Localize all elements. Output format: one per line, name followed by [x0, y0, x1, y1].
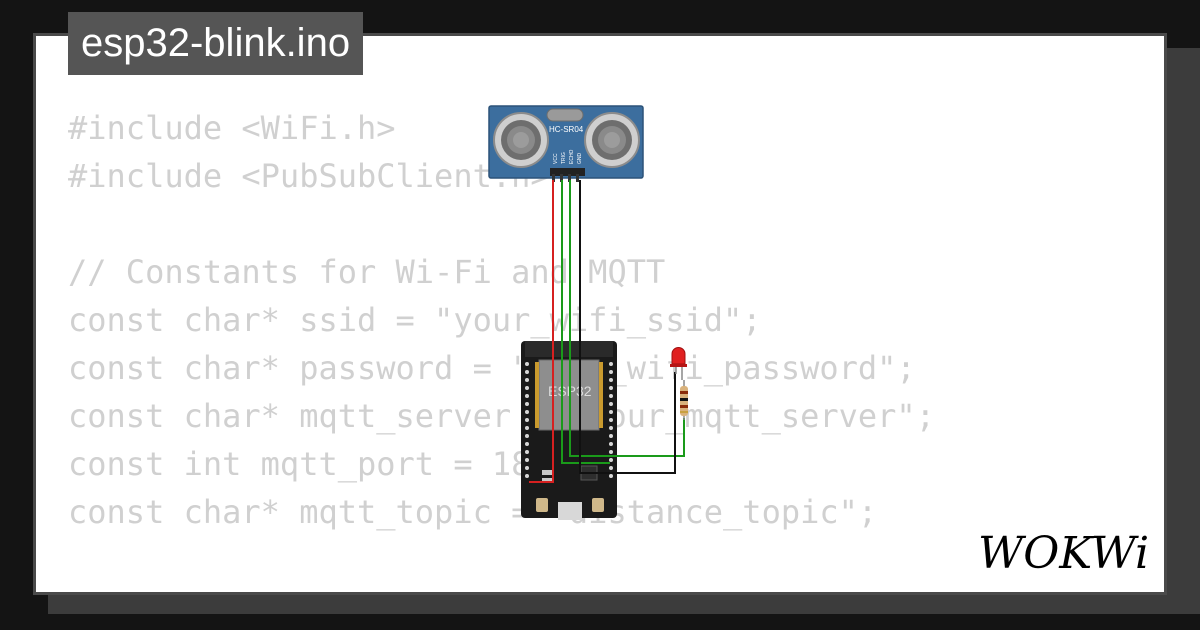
sensor-header: [550, 168, 585, 176]
pin-label-vcc: VCC: [553, 153, 559, 164]
wire-gnd: [579, 180, 676, 474]
led: [670, 347, 687, 380]
pin-label-gnd: GND: [577, 153, 583, 165]
sensor-model-label: HC-SR04: [549, 125, 584, 134]
code-line: // Constants for ultrasonic sensor: [68, 584, 935, 592]
code-line: // Constants for Wi-Fi and MQTT: [68, 253, 666, 291]
wires: [529, 180, 685, 483]
code-line: const char* ssid = "your_wifi_ssid";: [68, 301, 762, 339]
resistor: [680, 380, 688, 420]
wire-vcc: [529, 180, 554, 483]
wire-trig: [561, 180, 610, 464]
pin-label-echo: ECHO: [569, 149, 575, 164]
wire-echo: [569, 180, 685, 457]
ultrasonic-sensor: HC-SR04 VCC TRIG ECHO GND: [488, 105, 644, 182]
window-title-tab[interactable]: esp32-blink.ino: [68, 12, 364, 75]
wokwi-logo: WOKWi: [978, 528, 1149, 579]
pin-label-trig: TRIG: [561, 152, 567, 164]
code-line: #include <WiFi.h>: [68, 109, 396, 147]
